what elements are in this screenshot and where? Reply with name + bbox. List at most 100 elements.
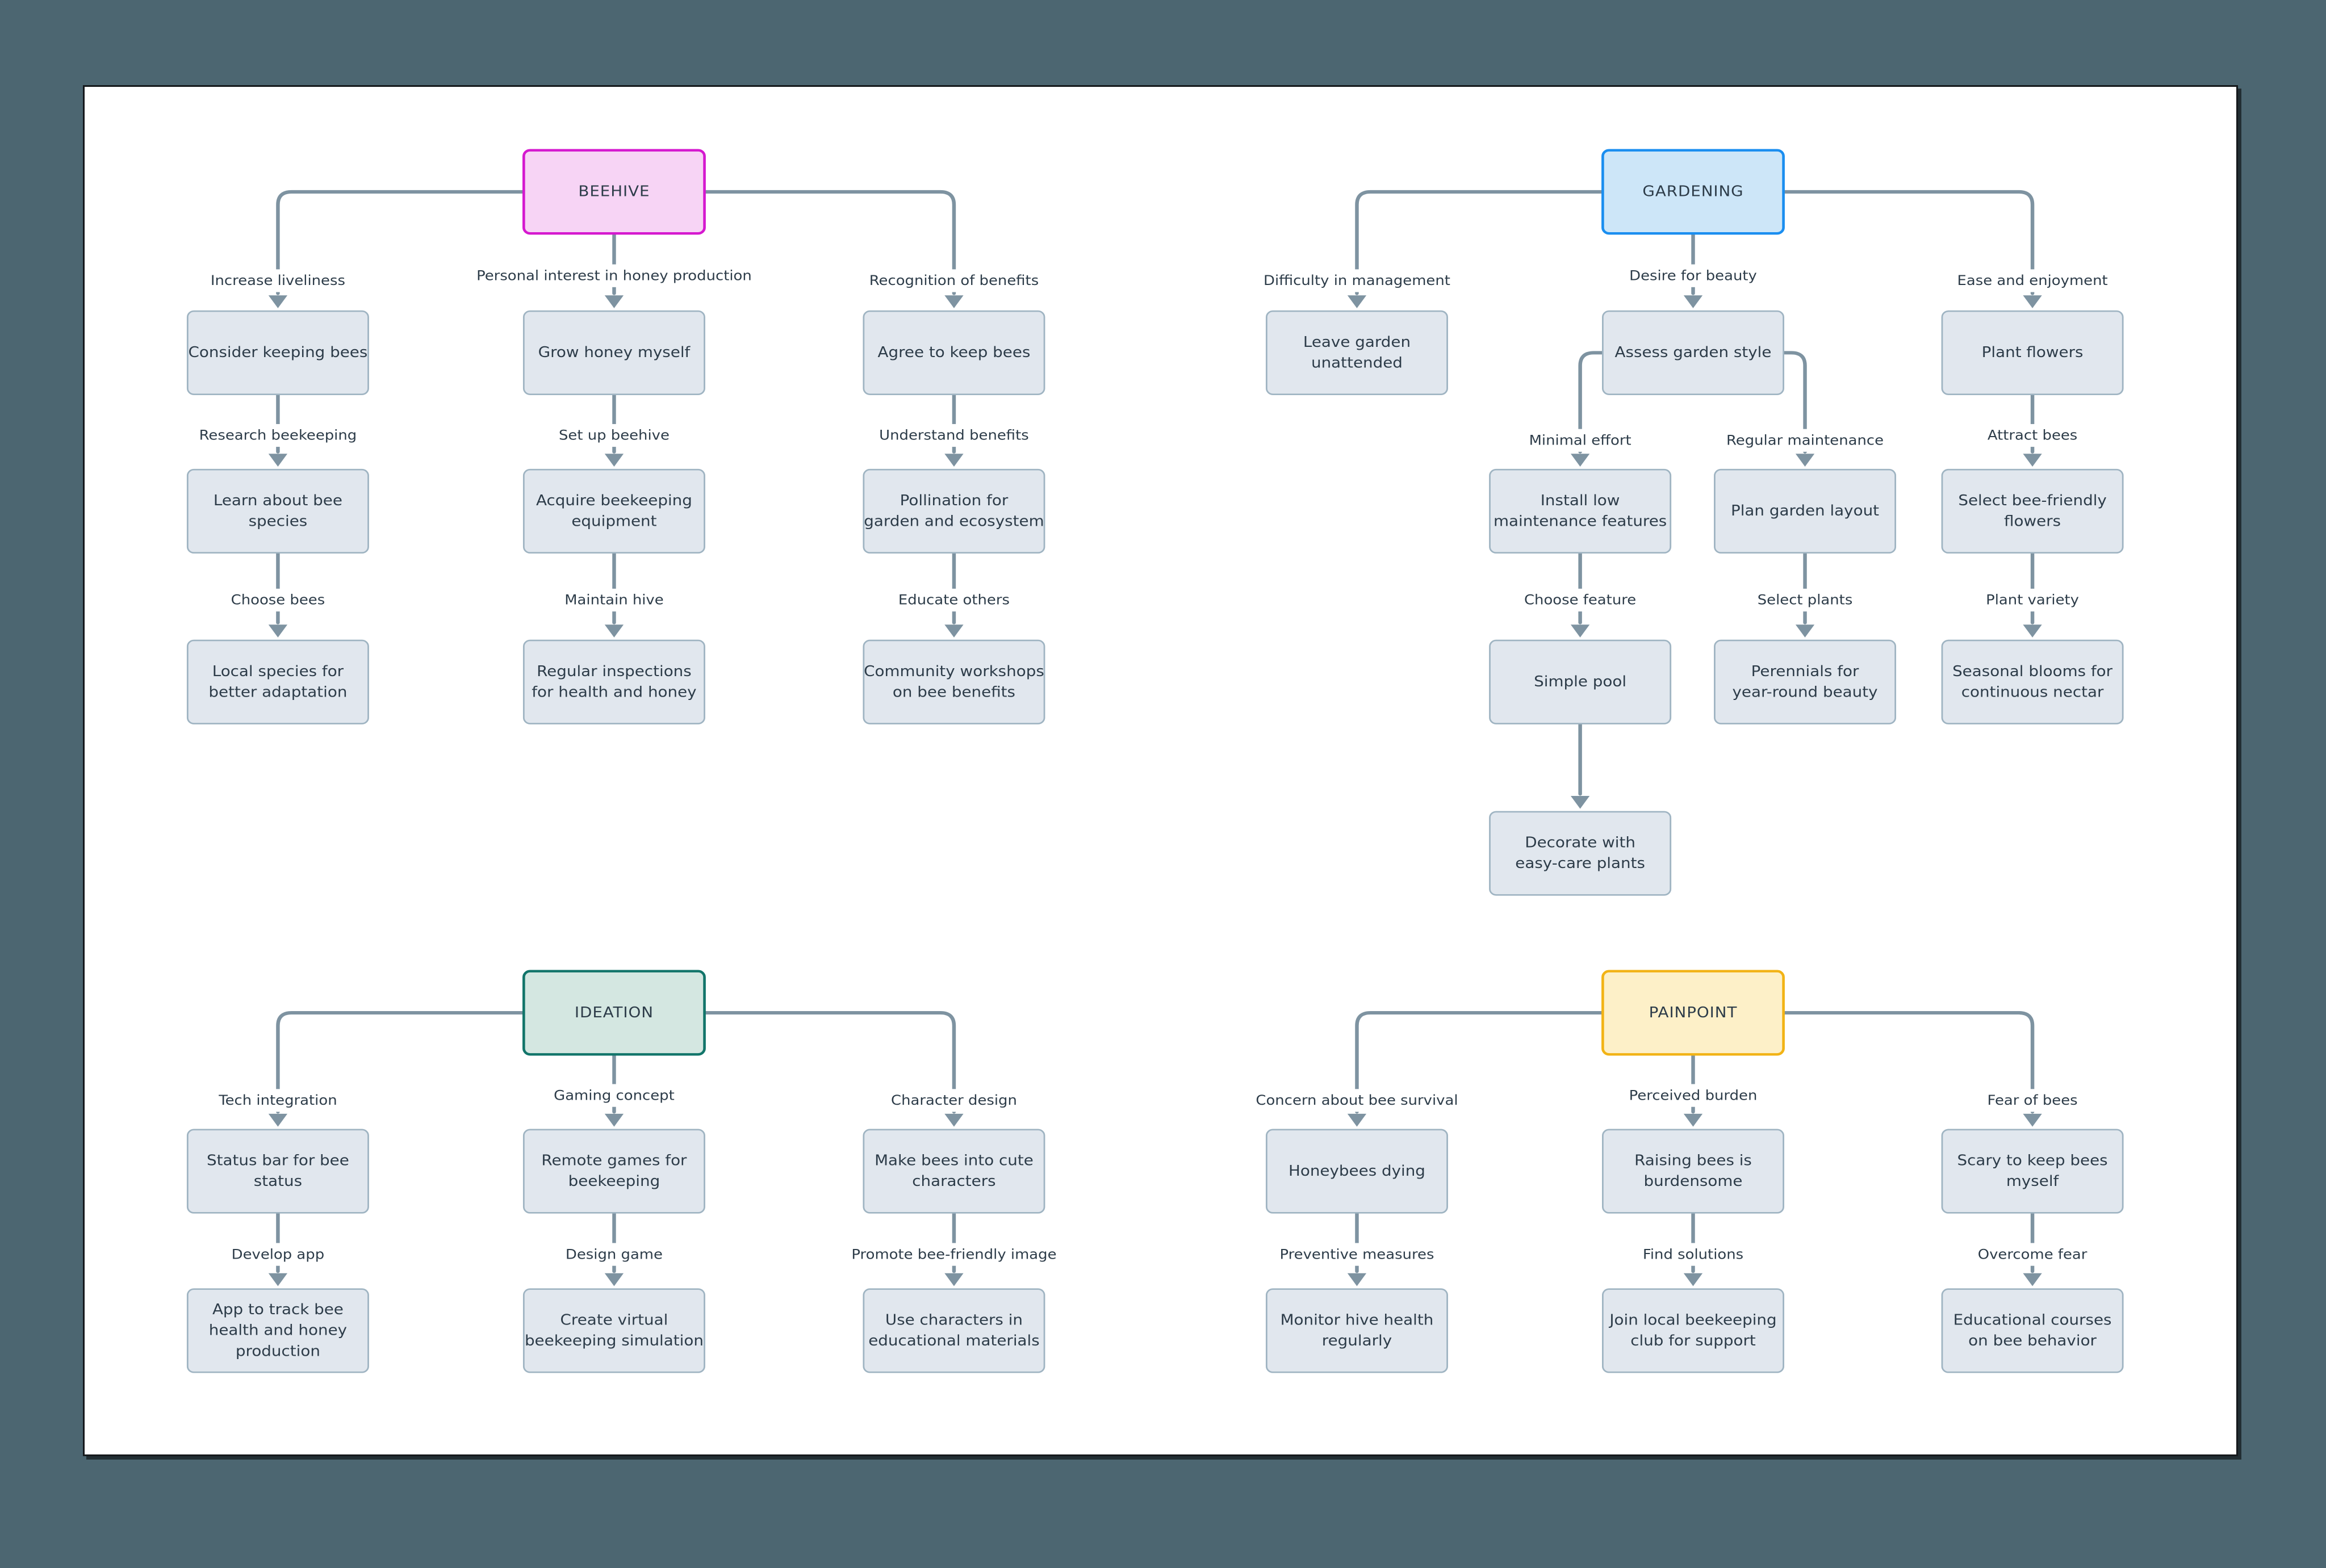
- edge-layer: [268, 190, 2042, 1286]
- flow-node-label: Plant flowers: [1982, 343, 2084, 360]
- flow-edge-label: Select plants: [1750, 588, 1860, 612]
- flow-node-label: Honeybees dying: [1288, 1162, 1425, 1179]
- svg-text:Educate others: Educate others: [898, 592, 1010, 607]
- flow-edge[interactable]: [1781, 351, 1815, 467]
- flow-edge[interactable]: [1570, 722, 1590, 809]
- edge-label-layer: Increase liveliness Personal interest in …: [199, 264, 2108, 1266]
- flow-edge[interactable]: [1347, 190, 1605, 308]
- flow-edge[interactable]: [1781, 1011, 2042, 1127]
- flow-edge[interactable]: [1570, 351, 1605, 467]
- svg-text:Desire for beauty: Desire for beauty: [1629, 267, 1757, 283]
- flow-edge-label: Choose bees: [230, 588, 326, 612]
- svg-text:Tech integration: Tech integration: [218, 1092, 337, 1108]
- flow-edge-label: Educate others: [894, 588, 1013, 612]
- flow-node-label: Plan garden layout: [1731, 502, 1879, 519]
- flow-edge-label: Minimal effort: [1521, 429, 1639, 452]
- flow-node[interactable]: Grow honey myself: [522, 310, 705, 395]
- flow-root-node[interactable]: PAINPOINT: [1601, 970, 1785, 1056]
- flow-node-label: Agree to keep bees: [877, 343, 1030, 360]
- flow-edge-label: Increase liveliness: [200, 269, 356, 292]
- flow-root-node[interactable]: IDEATION: [522, 970, 706, 1056]
- svg-text:Personal interest in honey pro: Personal interest in honey production: [476, 267, 752, 283]
- svg-text:Plant variety: Plant variety: [1986, 592, 2079, 607]
- flow-edge-label: Develop app: [230, 1243, 326, 1266]
- flow-edge-label: Plant variety: [1977, 588, 2088, 612]
- svg-text:Develop app: Develop app: [232, 1246, 325, 1262]
- svg-text:Design game: Design game: [566, 1246, 663, 1262]
- flow-edge-label: Find solutions: [1634, 1243, 1752, 1266]
- flow-node[interactable]: Plant flowers: [1941, 310, 2124, 395]
- flow-edge-label: Difficulty in management: [1260, 269, 1454, 292]
- svg-text:Ease and enjoyment: Ease and enjoyment: [1957, 272, 2107, 288]
- flow-edge-label: Understand benefits: [876, 424, 1032, 447]
- flow-edge[interactable]: [1347, 1011, 1605, 1127]
- svg-text:Choose bees: Choose bees: [231, 592, 325, 607]
- svg-text:Character design: Character design: [891, 1092, 1017, 1108]
- flow-node[interactable]: Agree to keep bees: [863, 310, 1045, 395]
- svg-text:Perceived burden: Perceived burden: [1629, 1087, 1758, 1103]
- flow-root-node[interactable]: GARDENING: [1601, 149, 1785, 235]
- flow-edge[interactable]: [268, 190, 526, 308]
- svg-text:Preventive measures: Preventive measures: [1279, 1246, 1434, 1262]
- svg-text:Overcome fear: Overcome fear: [1978, 1246, 2087, 1262]
- flow-node[interactable]: Assess garden style: [1602, 310, 1784, 395]
- flow-edge-label: Recognition of benefits: [861, 269, 1047, 292]
- svg-text:Minimal effort: Minimal effort: [1529, 432, 1631, 448]
- flow-node[interactable]: Honeybees dying: [1265, 1129, 1448, 1214]
- svg-text:Understand benefits: Understand benefits: [879, 427, 1029, 443]
- svg-text:Gaming concept: Gaming concept: [554, 1087, 675, 1103]
- flow-node[interactable]: Simple pool: [1489, 639, 1672, 724]
- svg-text:Maintain hive: Maintain hive: [564, 592, 663, 607]
- flow-edge-label: Research beekeeping: [199, 424, 357, 447]
- flow-edge-label: Overcome fear: [1977, 1243, 2088, 1266]
- flow-edge-label: Gaming concept: [554, 1084, 675, 1107]
- flow-edge[interactable]: [1781, 190, 2042, 308]
- flow-edge-label: Choose feature: [1521, 588, 1639, 612]
- flow-node-label: GARDENING: [1642, 183, 1743, 200]
- flow-edge-label: Design game: [566, 1243, 663, 1266]
- flow-edge-label: Character design: [887, 1089, 1021, 1112]
- flow-edge-label: Desire for beauty: [1622, 264, 1764, 287]
- flow-root-node[interactable]: BEEHIVE: [522, 149, 706, 235]
- flow-edge[interactable]: [268, 1011, 526, 1127]
- flow-edge[interactable]: [702, 1011, 964, 1127]
- flow-node[interactable]: Plan garden layout: [1714, 468, 1897, 554]
- svg-text:Recognition of benefits: Recognition of benefits: [869, 272, 1039, 288]
- flow-node[interactable]: Consider keeping bees: [186, 310, 369, 395]
- flow-edge[interactable]: [702, 190, 964, 308]
- svg-text:Research beekeeping: Research beekeeping: [199, 427, 357, 443]
